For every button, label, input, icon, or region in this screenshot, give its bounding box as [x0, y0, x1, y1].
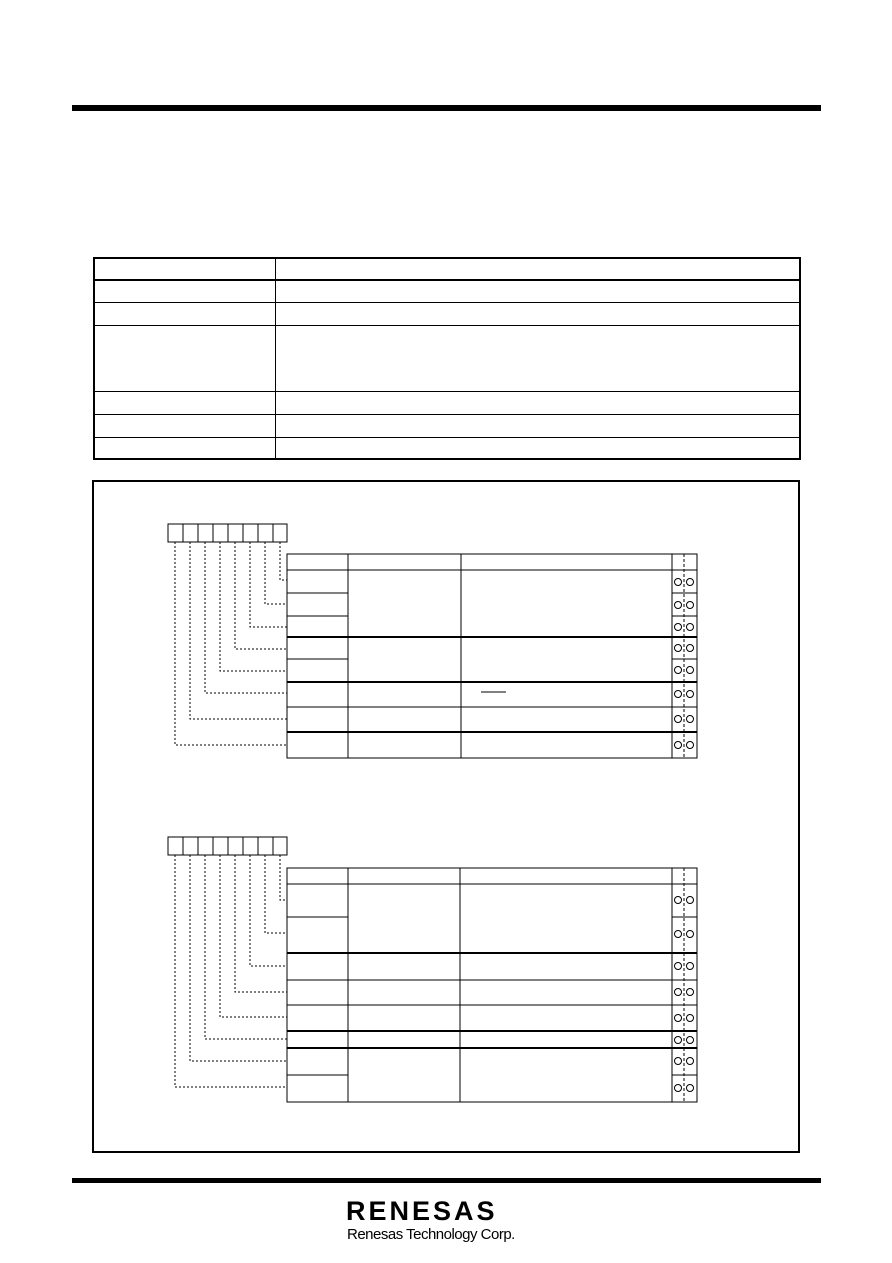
figure-box [92, 480, 800, 1153]
rw-circles [674, 896, 694, 1092]
register-diagram-2 [167, 836, 698, 1103]
logo-company-name: Renesas Technology Corp. [347, 1226, 515, 1243]
rw-circles [674, 578, 694, 749]
renesas-logo: RENESAS Renesas Technology Corp. [346, 1196, 546, 1248]
spec-table-row [95, 303, 799, 326]
spec-table-row [95, 392, 799, 415]
top-rule [72, 105, 821, 111]
spec-table-header-row [95, 259, 799, 281]
register-table [286, 867, 698, 1103]
spec-table-row [95, 281, 799, 303]
spec-table-row [95, 326, 799, 392]
register-diagram-1 [167, 523, 698, 759]
spec-table [93, 257, 801, 460]
spec-table-column-divider [275, 259, 276, 458]
logo-wordmark: RENESAS [346, 1196, 498, 1226]
register-table [286, 553, 698, 759]
spec-table-row [95, 415, 799, 438]
bottom-rule [72, 1178, 821, 1183]
